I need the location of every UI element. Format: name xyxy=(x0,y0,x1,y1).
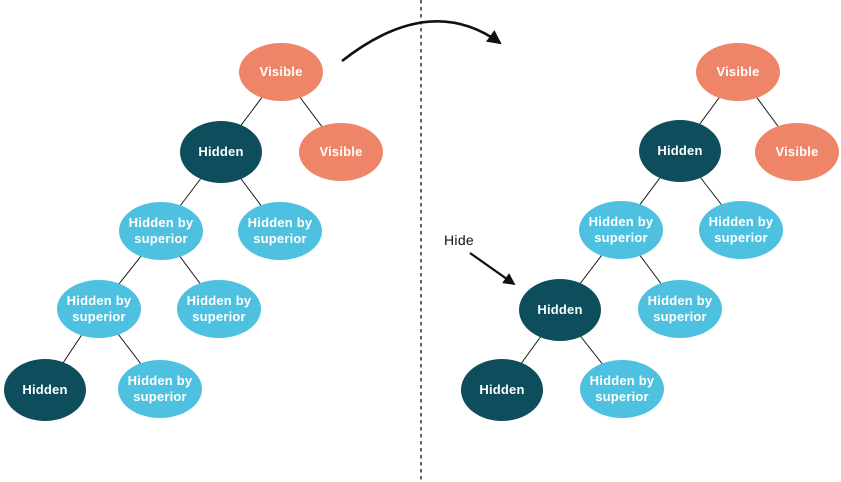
hide-annotation-label: Hide xyxy=(444,232,474,248)
after-node-visible-right: Visible xyxy=(755,123,839,181)
node-label: Visible xyxy=(259,63,303,79)
before-node-hbs-l3-right: Hidden by superior xyxy=(177,280,261,338)
before-node-visible-right: Visible xyxy=(299,123,383,181)
after-node-hbs-l2-left: Hidden by superior xyxy=(579,201,663,259)
after-node-newly-hidden: Hidden xyxy=(519,279,601,341)
before-node-hidden-leaf: Hidden xyxy=(4,359,86,421)
node-label: Hidden by superior xyxy=(127,372,193,404)
node-label: Hidden by superior xyxy=(647,292,713,324)
after-node-root-visible: Visible xyxy=(696,43,780,101)
node-label: Hidden by superior xyxy=(588,213,654,245)
node-label: Hidden by superior xyxy=(589,372,655,404)
node-label: Hidden by superior xyxy=(247,214,313,246)
node-label: Hidden xyxy=(198,143,244,159)
hide-arrow xyxy=(469,252,516,286)
after-node-hbs-leaf: Hidden by superior xyxy=(580,360,664,418)
node-label: Hidden xyxy=(479,381,525,397)
node-label: Hidden xyxy=(537,301,583,317)
node-label: Visible xyxy=(775,143,819,159)
transform-arrow xyxy=(341,20,502,63)
node-label: Hidden by superior xyxy=(128,214,194,246)
before-node-hbs-l2-right: Hidden by superior xyxy=(238,202,322,260)
node-label: Visible xyxy=(716,63,760,79)
after-node-hidden: Hidden xyxy=(639,120,721,182)
after-node-hidden-leaf: Hidden xyxy=(461,359,543,421)
before-node-hbs-l3-left: Hidden by superior xyxy=(57,280,141,338)
after-node-hbs-l2-right: Hidden by superior xyxy=(699,201,783,259)
node-label: Hidden xyxy=(22,381,68,397)
before-node-hidden: Hidden xyxy=(180,121,262,183)
before-node-root-visible: Visible xyxy=(239,43,323,101)
node-label: Hidden by superior xyxy=(66,292,132,324)
before-node-hbs-l2-left: Hidden by superior xyxy=(119,202,203,260)
node-label: Hidden by superior xyxy=(186,292,252,324)
node-label: Hidden by superior xyxy=(708,213,774,245)
node-label: Visible xyxy=(319,143,363,159)
before-node-hbs-leaf: Hidden by superior xyxy=(118,360,202,418)
after-node-hbs-l3-right: Hidden by superior xyxy=(638,280,722,338)
node-label: Hidden xyxy=(657,142,703,158)
